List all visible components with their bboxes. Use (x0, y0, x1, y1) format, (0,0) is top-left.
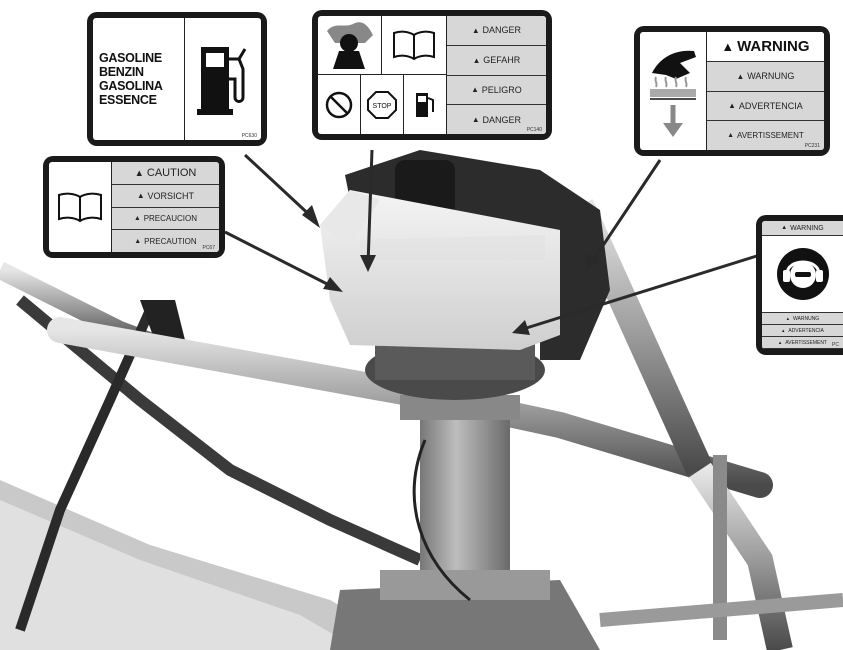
warning-label-row: ▲ADVERTENCIA (707, 92, 824, 122)
caution-label-row: ▲CAUTION (112, 162, 219, 185)
fuel-line: BENZIN (99, 65, 184, 79)
fuel-pump-icon (404, 75, 446, 134)
fuel-line: GASOLINA (99, 79, 184, 93)
fuel-pump-icon (185, 18, 261, 140)
warning-label-row: ▲WARNUNG (762, 312, 843, 325)
caution-decal: ▲CAUTION ▲VORSICHT ▲PRECAUCION ▲PRECAUTI… (43, 156, 225, 258)
warning-label-row: ▲WARNING (707, 32, 824, 62)
fuel-line: GASOLINE (99, 51, 184, 65)
fuel-label-text: GASOLINE BENZIN GASOLINA ESSENCE (93, 18, 185, 140)
warning-label-row: ▲WARNING (762, 221, 843, 236)
decal-code: PC630 (242, 133, 257, 139)
decal-code: PC140 (527, 127, 542, 133)
ear-protection-decal: ▲WARNING ▲WARNUNG ▲ADVERTENCIA ▲AVERTISS… (756, 215, 843, 355)
ear-eye-protection-icon (762, 236, 843, 312)
fuel-decal: GASOLINE BENZIN GASOLINA ESSENCE PC630 (87, 12, 267, 146)
hot-surface-hand-icon (640, 32, 707, 150)
fuel-line: ESSENCE (99, 93, 184, 107)
decal-code: PC67 (202, 245, 215, 251)
manual-book-icon (382, 16, 446, 75)
fire-person-icon (318, 16, 382, 75)
manual-book-icon (49, 162, 112, 252)
warning-label-row: ▲GEFAHR (447, 46, 546, 76)
caution-label-row: ▲VORSICHT (112, 185, 219, 208)
stop-text: STOP (373, 103, 392, 110)
warning-label-row: ▲ADVERTENCIA (762, 325, 843, 337)
decal-code: PC (832, 342, 839, 348)
danger-decal: STOP ▲DANGER ▲GEFAHR ▲PELIGRO ▲DANGER PC… (312, 10, 552, 140)
no-smoking-icon (318, 75, 361, 134)
caution-label-row: ▲PRECAUCION (112, 208, 219, 231)
stop-engine-icon: STOP (361, 75, 404, 134)
warning-label-row: ▲DANGER (447, 16, 546, 46)
warning-label-row: ▲WARNUNG (707, 62, 824, 92)
warning-label-row: ▲AVERTISSEMENT (762, 337, 843, 349)
hot-surface-decal: ▲WARNING ▲WARNUNG ▲ADVERTENCIA ▲AVERTISS… (634, 26, 830, 156)
decal-code: PC231 (805, 143, 820, 149)
warning-label-row: ▲PELIGRO (447, 76, 546, 106)
